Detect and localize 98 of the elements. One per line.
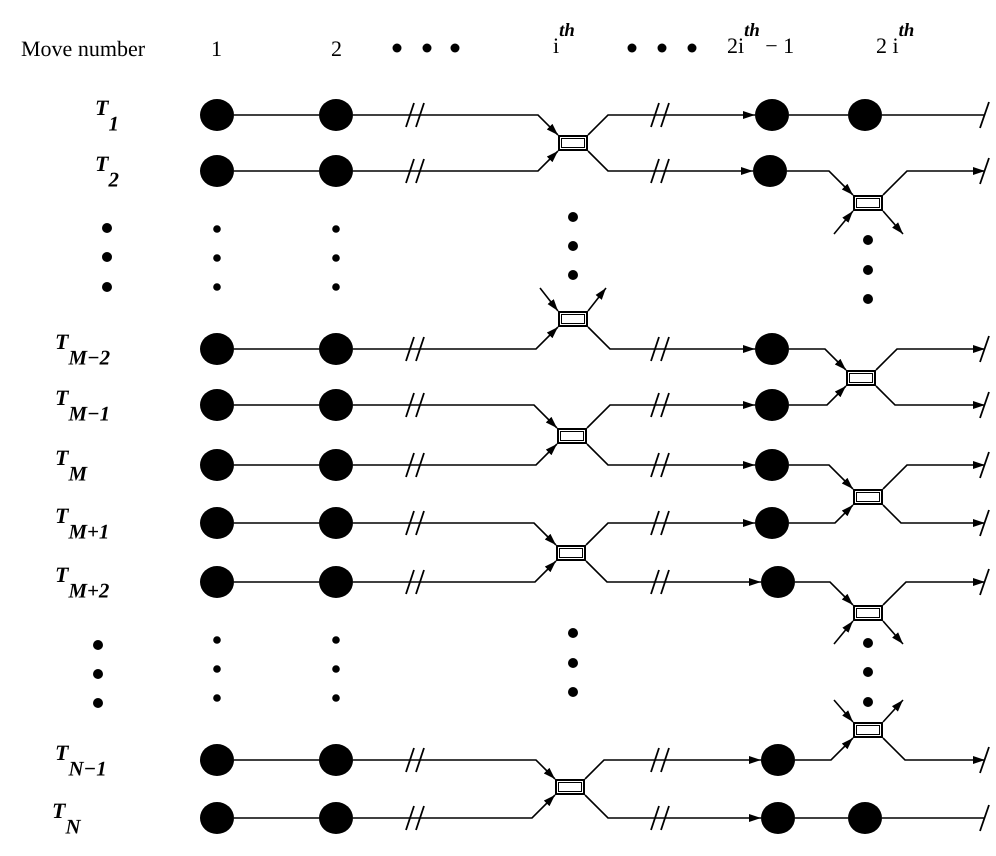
arrow [539,288,559,312]
filled-circle [200,507,234,539]
arrow [789,348,847,371]
exchange-box [558,135,588,151]
exchange-box [557,428,587,444]
arrow [787,170,854,196]
arrow [833,699,854,723]
arrow [882,699,904,723]
filled-circle [755,99,789,131]
arrow [584,756,761,780]
filled-circle [753,155,787,187]
arrow [833,210,854,234]
filled-circle [319,802,353,834]
move-number: 2 i$^{th}$ [876,22,914,57]
filled-circle [319,155,353,187]
arrow [882,167,985,196]
filled-circle [755,449,789,481]
connector-line [789,114,848,116]
move-number: 2i$^{th}$ − 1 [727,22,794,57]
arrow [587,326,755,353]
arrow [353,794,556,819]
arrow [586,401,755,429]
filled-circle [848,802,882,834]
arrow [795,581,854,606]
filled-circle [319,333,353,365]
connector-line [234,817,319,819]
filled-circle [761,802,795,834]
filled-circle [200,802,234,834]
arrow [882,461,985,490]
arrow [353,522,557,546]
arrow [882,504,985,527]
filled-circle [761,744,795,776]
arrow [789,464,854,490]
filled-circle [755,507,789,539]
arrow [882,620,904,645]
exchange-box [846,370,876,386]
connector-line [234,114,319,116]
arrow [882,737,985,764]
arrow [353,759,556,780]
move-number: 2 [331,38,342,60]
arrow [587,150,753,175]
exchange-box [853,195,883,211]
connector-line [234,348,319,350]
arrow [882,210,904,235]
arrow [833,620,854,644]
filled-circle [848,99,882,131]
arrow [353,326,559,350]
connector-line [234,581,319,583]
arrow [353,114,559,136]
filled-circle [200,99,234,131]
arrow [585,560,761,586]
filled-circle [200,449,234,481]
filled-circle [319,99,353,131]
arrow [586,443,755,469]
filled-circle [319,389,353,421]
connector-line [882,114,985,116]
move-number: 1 [211,38,222,60]
arrow [353,443,558,466]
filled-circle [755,333,789,365]
move-number: i$^{th}$ [553,22,575,57]
exchange-box [853,489,883,505]
filled-circle [755,389,789,421]
arrow [587,288,607,312]
arrow [789,504,854,524]
filled-circle [761,566,795,598]
filled-circle [200,744,234,776]
arrow [882,578,985,606]
filled-circle [319,449,353,481]
arrow [353,150,559,172]
filled-circle [200,333,234,365]
connector-line [234,464,319,466]
filled-circle [319,507,353,539]
exchange-box [556,545,586,561]
filled-circle [200,566,234,598]
column-heading: Move number [21,38,146,60]
connector-line [795,817,848,819]
arrow [789,385,847,406]
filled-circle [319,744,353,776]
filled-circle [200,389,234,421]
arrow [875,385,985,409]
connector-line [234,170,319,172]
filled-circle [319,566,353,598]
arrow [875,345,985,371]
exchange-box [853,605,883,621]
arrow [353,560,557,583]
filled-circle [200,155,234,187]
exchange-box [558,311,588,327]
arrow [795,737,854,761]
exchange-box [853,722,883,738]
connector-line [882,817,985,819]
connector-line [234,404,319,406]
connector-line [234,759,319,761]
arrow [587,111,755,136]
exchange-box [555,779,585,795]
arrow [353,404,558,429]
arrow [585,519,755,546]
arrow [584,794,761,822]
connector-line [234,522,319,524]
